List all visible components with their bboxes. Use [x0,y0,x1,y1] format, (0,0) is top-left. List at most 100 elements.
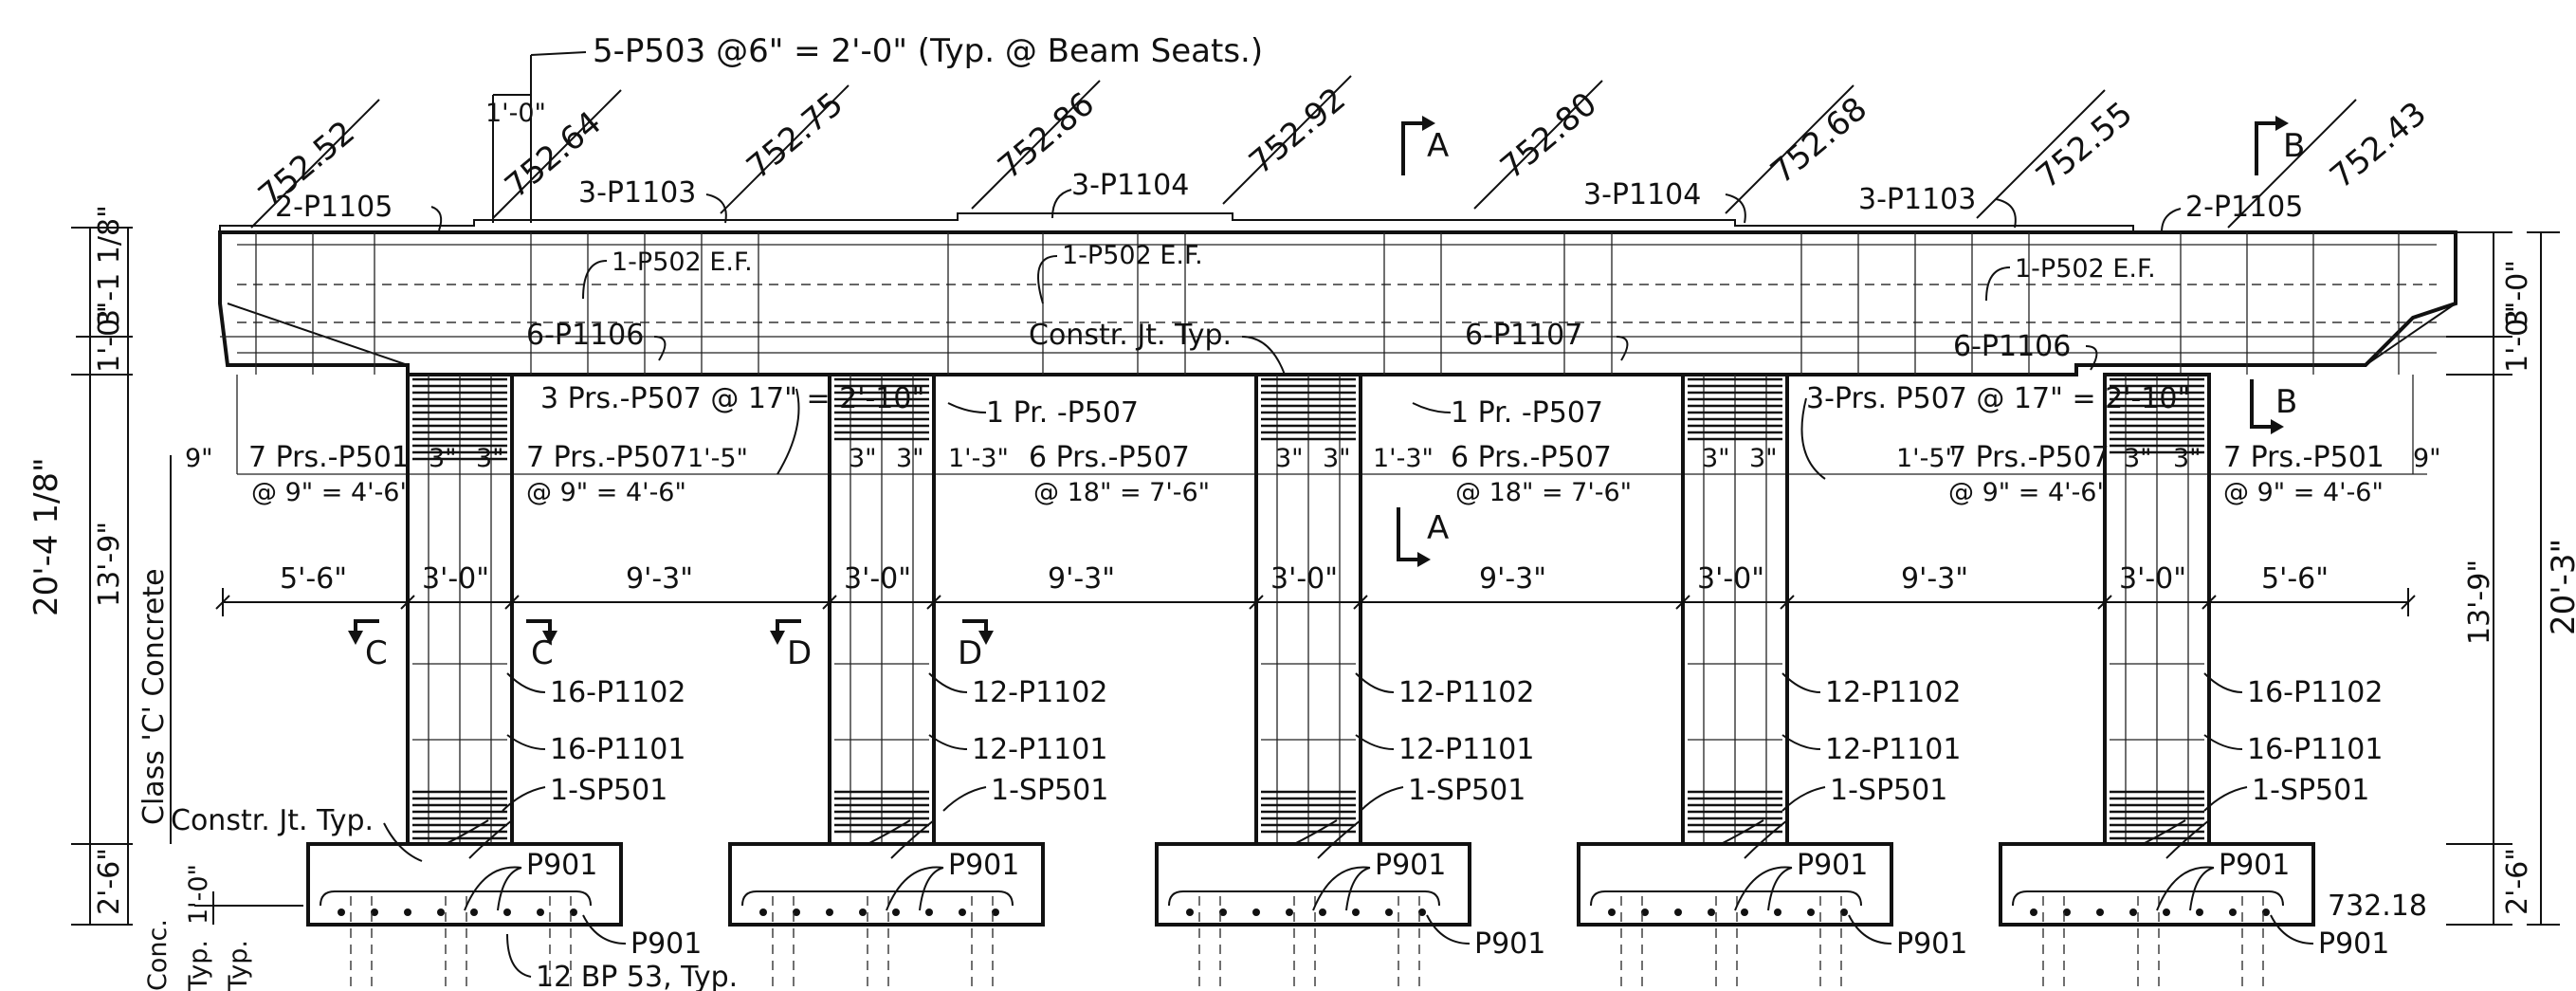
small-dim-3-e: 3" [1275,444,1304,473]
cap-labels: 2-P1105 3-P1103 3-P1104 3-P1104 3-P1103 … [275,169,2303,376]
left-class-c-concrete: Class 'C' Concrete [137,568,171,825]
stirrup-label-3: 1 Pr. -P507 [1451,396,1603,430]
left-typ-1: Typ. [184,940,213,991]
small-dim-1-3-right: 1'-3" [1373,444,1434,473]
pier-cap [218,212,2457,475]
footing3-p901-bottom: P901 [1896,927,1967,961]
footing-5 [1999,842,2315,927]
hdim-11: 5'-6" [2261,562,2329,596]
small-dim-3-a: 3" [429,444,457,473]
small-dim-3-g: 3" [1702,444,1730,473]
section-mark-a-top: A [1401,116,1449,175]
hdim-6: 3'-0" [1270,562,1338,596]
footing-4 [1577,842,1893,927]
small-dim-1-5-right: 1'-5" [1896,444,1957,473]
spacing-e2: @ 9" = 4'-6" [1948,478,2109,507]
footing4-p901-bottom: P901 [2318,927,2389,961]
small-dim-3-j: 3" [2173,444,2201,473]
footing3-p901-top: P901 [1375,849,1446,882]
col5-label-1: 16-P1102 [2247,676,2383,709]
spacing-c2: @ 18" = 7'-6" [1033,478,1210,507]
hdim-8: 3'-0" [1697,562,1764,596]
left-dim-cap-bot: 1'-0" [93,305,126,373]
elevation-leaders [250,75,2357,229]
col1-label-1: 16-P1102 [550,676,685,709]
col1-label-2: 16-P1101 [550,733,685,766]
footing2-p901-bottom: P901 [1474,927,1545,961]
spacing-c: 6 Prs.-P507 [1029,441,1190,474]
col2-label-2: 12-P1101 [972,733,1107,766]
col4-label-2: 12-P1101 [1825,733,1961,766]
left-dim-cap-top: 3'-1 1/8" [93,205,126,327]
spacing-b: 7 Prs.-P507 [526,441,687,474]
col4-label-3: 1-SP501 [1830,774,1947,807]
label-2-p1105-right: 2-P1105 [2185,191,2303,224]
label-3-p1103-left: 3-P1103 [578,176,696,210]
label-1-p502-mid: 1-P502 E.F. [1062,241,1203,270]
svg-text:C: C [531,634,554,672]
section-mark-b-top: B [2255,116,2305,175]
col2-label-1: 12-P1102 [972,676,1107,709]
top-note: 5-P503 @6" = 2'-0" (Typ. @ Beam Seats.) [593,32,1263,70]
small-dim-1-5-left: 1'-5" [687,444,748,473]
hdim-7: 9'-3" [1479,562,1546,596]
footing4-p901-top: P901 [1797,849,1868,882]
stirrup-label-4: 3-Prs. P507 @ 17" = 2'-10" [1806,382,2190,415]
hdim-10: 3'-0" [2119,562,2186,596]
section-mark-c-right: C [526,619,557,672]
small-dim-1-3-left: 1'-3" [948,444,1009,473]
elevation-5: 752.92 [1242,81,1353,182]
elevation-6: 752.80 [1493,85,1604,187]
label-1-p502-left: 1-P502 E.F. [612,248,753,277]
section-mark-d-right: D [958,619,994,672]
left-dim-footing: 2'-6" [93,848,126,915]
label-6-p1107: 6-P1107 [1465,319,1582,352]
right-dim-overall: 20'-3" [2545,539,2576,635]
spacing-a2: @ 9" = 4'-6" [251,478,411,507]
column-labels: 16-P1102 16-P1101 1-SP501 12-P1102 12-P1… [502,672,2383,812]
section-mark-d-left: D [770,619,812,672]
small-dim-3-b: 3" [476,444,504,473]
piles-label: 12 BP 53, Typ. [536,961,738,991]
svg-text:A: A [1427,509,1449,547]
small-dim-9-left: 9" [185,444,213,473]
small-dim-9-right: 9" [2413,444,2441,473]
right-dim-footing: 2'-6" [2501,848,2534,915]
constr-jt-bottom: Constr. Jt. Typ. [171,804,374,837]
col4-label-1: 12-P1102 [1825,676,1961,709]
hdim-1: 5'-6" [280,562,347,596]
col1-label-3: 1-SP501 [550,774,667,807]
svg-text:A: A [1427,127,1449,165]
svg-text:B: B [2283,127,2305,165]
elevation-3: 752.75 [740,85,850,187]
left-dim-col-height: 13'-9" [93,522,126,607]
stirrup-label-2: 1 Pr. -P507 [986,396,1139,430]
left-dim-one-ft: 1'-0" [184,864,213,925]
label-1-p502-right: 1-P502 E.F. [2015,254,2156,284]
spacing-e: 7 Prs.-P507 [1948,441,2110,474]
left-vertical-dims: 3'-1 1/8" 1'-0" 20'-4 1/8" 13'-9" Class … [27,205,303,991]
stirrup-labels: 3 Prs.-P507 @ 17" = 2'-10" 1 Pr. -P507 1… [540,382,2190,480]
section-mark-b-bottom: B [2250,379,2297,434]
label-6-p1106-right: 6-P1106 [1953,330,2071,363]
spacing-a: 7 Prs.-P501 [248,441,410,474]
spacing-f: 7 Prs.-P501 [2223,441,2384,474]
small-dim-3-d: 3" [896,444,924,473]
left-dim-overall: 20'-4 1/8" [27,457,65,616]
label-constr-jt: Constr. Jt. Typ. [1029,319,1232,352]
footing1-p901-bottom: P901 [630,927,702,961]
spacing-f2: @ 9" = 4'-6" [2223,478,2384,507]
right-vertical-dims: 3'-0" 1'-0" 13'-9" 20'-3" 2'-6" [2446,231,2576,926]
footing2-p901-top: P901 [948,849,1019,882]
column-spiral-hatching [412,377,2204,840]
small-dim-3-c: 3" [849,444,877,473]
section-mark-a-bottom: A [1397,507,1449,567]
section-mark-c-left: C [348,619,388,672]
col3-label-3: 1-SP501 [1408,774,1526,807]
footing1-p901-top: P901 [526,849,597,882]
footings [306,819,2315,991]
label-3-p1104-right: 3-P1104 [1583,178,1701,211]
small-dim-3-i: 3" [2124,444,2152,473]
label-6-p1106-left: 6-P1106 [526,319,644,352]
stirrup-label-1: 3 Prs.-P507 @ 17" = 2'-10" [540,382,924,415]
